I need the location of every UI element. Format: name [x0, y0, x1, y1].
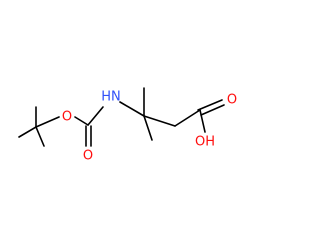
amine-label: HN [101, 90, 121, 105]
bond-carbonyl-carbon-to-nitrogen [87, 106, 104, 126]
bond-tbu-methyl-left [18, 126, 37, 138]
bond-tbu-methyl-bottom [35, 126, 45, 147]
bond-acid-carbon-to-hydroxyl [199, 109, 206, 133]
bond-quaternary-methyl-bottom [143, 115, 153, 141]
oxygen-acid-carbonyl-label: O [227, 93, 237, 108]
bond-chain-2 [174, 109, 201, 127]
bond-nitrogen-to-quaternary-carbon [119, 101, 145, 117]
bond-acid-carbonyl-double-b [200, 104, 225, 116]
oxygen-carbonyl-label: O [83, 149, 93, 164]
bond-ester-oxygen-to-carbonyl-carbon [74, 116, 89, 126]
oxygen-ester-label: O [62, 110, 72, 125]
bond-acid-carbonyl-double-a [197, 99, 223, 111]
bond-tbu-to-ester-oxygen [35, 116, 60, 128]
hydroxyl-label: OH [195, 135, 215, 150]
bond-chain-1 [143, 115, 176, 127]
structural-formula: O O HN O OH [18, 87, 237, 164]
